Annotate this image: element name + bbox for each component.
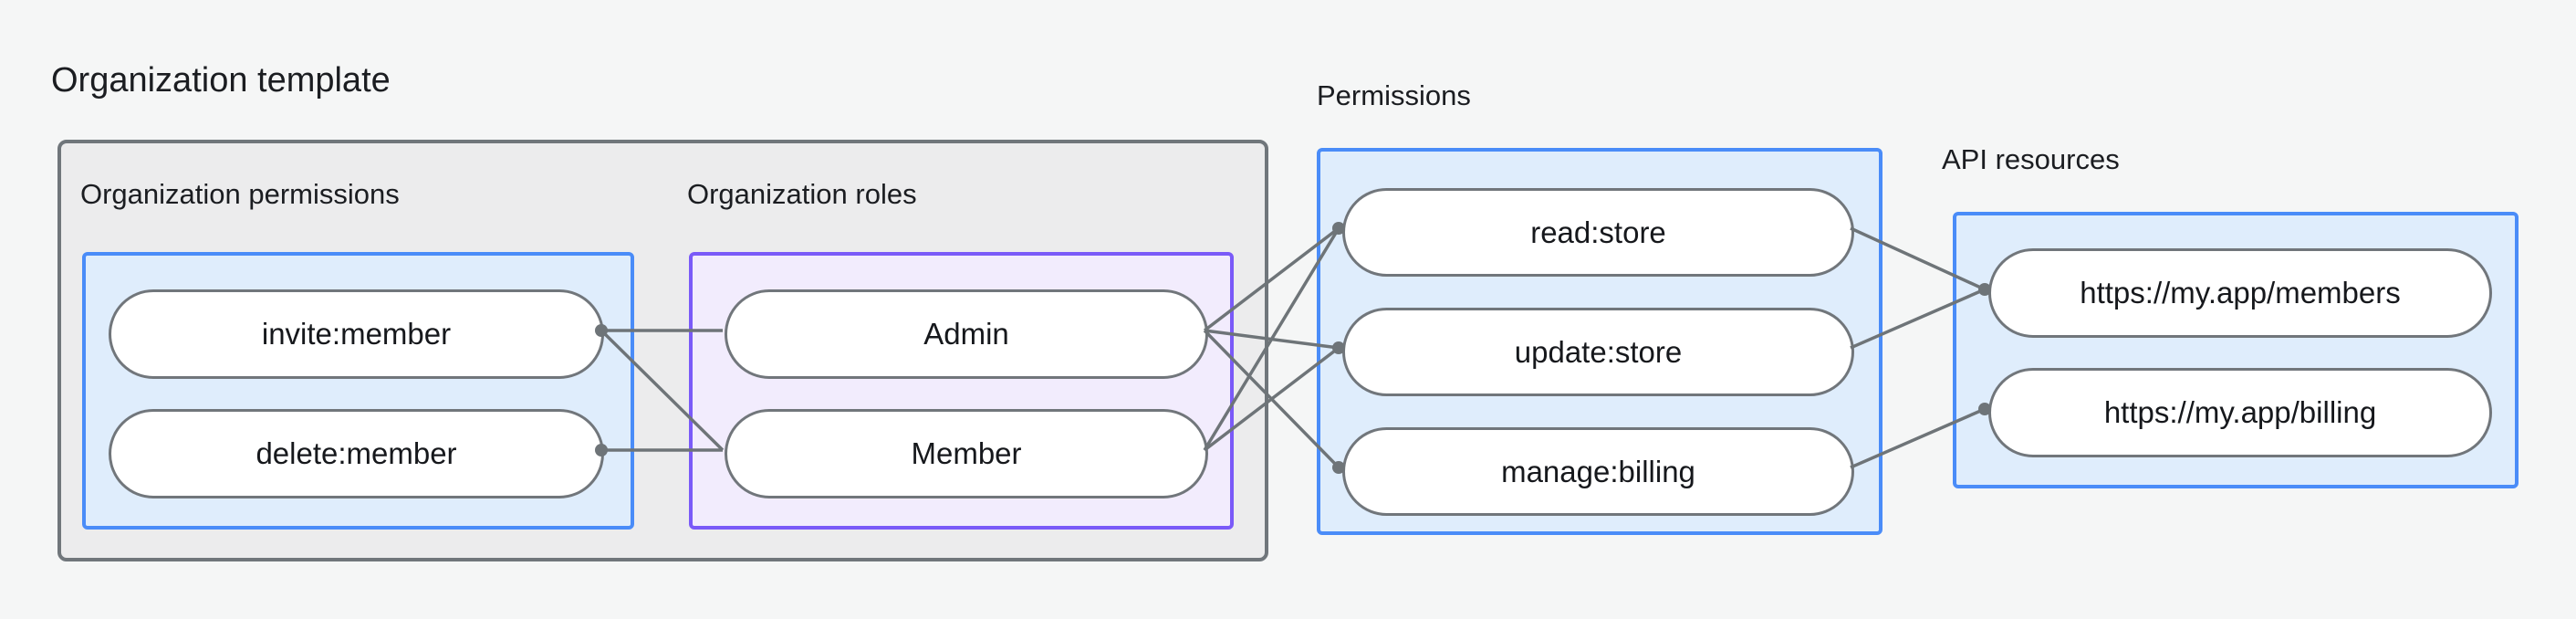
node-update-store: update:store [1342, 308, 1854, 396]
node-invite-member: invite:member [109, 289, 604, 379]
node-invite-member-label: invite:member [261, 317, 452, 351]
node-admin: Admin [725, 289, 1208, 379]
permissions-box: read:store update:store manage:billing [1317, 148, 1882, 535]
node-manage-billing-label: manage:billing [1501, 454, 1695, 488]
node-members-resource: https://my.app/members [1988, 248, 2492, 338]
permissions-label: Permissions [1317, 79, 1471, 111]
node-delete-member: delete:member [109, 409, 604, 498]
node-manage-billing: manage:billing [1342, 427, 1854, 516]
node-member: Member [725, 409, 1208, 498]
node-members-resource-label: https://my.app/members [2080, 276, 2401, 310]
node-read-store-label: read:store [1530, 215, 1666, 249]
api-resources-label: API resources [1942, 143, 2120, 175]
org-roles-label: Organization roles [687, 178, 917, 210]
node-member-label: Member [911, 436, 1022, 470]
node-admin-label: Admin [923, 317, 1009, 351]
node-update-store-label: update:store [1514, 334, 1683, 369]
api-resources-box: https://my.app/members https://my.app/bi… [1953, 212, 2519, 488]
org-template-title: Organization template [51, 61, 391, 100]
org-permissions-label: Organization permissions [80, 178, 400, 210]
org-roles-box: Admin Member [689, 252, 1234, 530]
node-read-store: read:store [1342, 188, 1854, 277]
node-delete-member-label: delete:member [256, 436, 457, 470]
node-billing-resource: https://my.app/billing [1988, 368, 2492, 457]
node-billing-resource-label: https://my.app/billing [2103, 395, 2377, 429]
org-permissions-box: invite:member delete:member [82, 252, 634, 530]
